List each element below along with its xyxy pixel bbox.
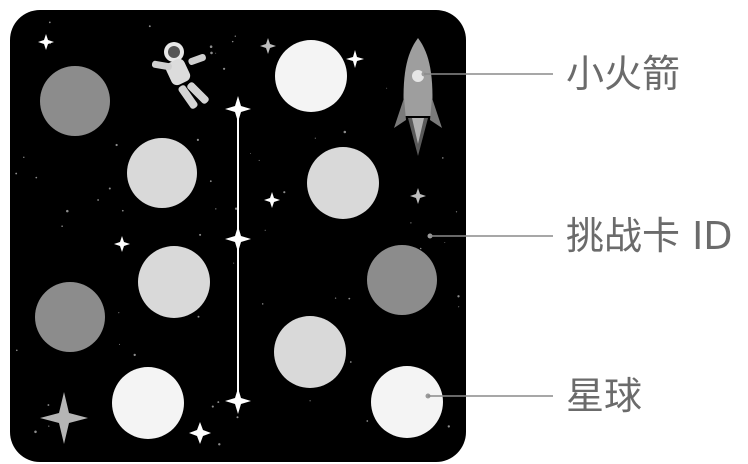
dust-star xyxy=(314,137,316,139)
dust-star xyxy=(133,353,136,357)
card-decorations xyxy=(38,34,442,444)
challenge-card xyxy=(10,10,466,462)
planet-white-1 xyxy=(275,40,347,112)
dust-star xyxy=(210,51,213,55)
dust-star xyxy=(108,187,111,190)
sparkle-icon xyxy=(189,422,211,444)
dust-star xyxy=(233,262,235,264)
dust-star xyxy=(215,208,217,210)
label-challenge-card-id: 挑战卡 ID xyxy=(566,214,733,258)
dust-star xyxy=(234,207,238,210)
dust-star xyxy=(386,87,388,89)
dust-star xyxy=(442,157,444,159)
sparkle-icon xyxy=(260,38,276,54)
dust-star xyxy=(231,40,234,43)
dust-star xyxy=(419,247,422,250)
planet-dark-2 xyxy=(367,245,437,315)
sparkle-icon xyxy=(346,50,364,68)
dust-star xyxy=(366,420,369,422)
dust-star xyxy=(199,233,202,236)
dust-star xyxy=(215,52,217,54)
dust-star xyxy=(447,425,450,428)
dust-star xyxy=(34,430,37,434)
dust-star xyxy=(15,349,18,352)
dust-star xyxy=(222,67,226,70)
dust-star xyxy=(118,312,120,314)
dust-star xyxy=(209,180,212,183)
dust-star xyxy=(250,152,251,154)
label-planet: 星球 xyxy=(566,374,643,418)
dust-star xyxy=(148,25,151,28)
label-rocket: 小火箭 xyxy=(566,52,681,96)
dust-star xyxy=(15,172,18,175)
planet-white-3 xyxy=(371,366,443,438)
sparkle-icon xyxy=(114,236,130,252)
dust-star xyxy=(121,209,124,212)
dust-star xyxy=(196,138,199,141)
dust-star xyxy=(61,225,63,227)
dust-star xyxy=(209,45,213,48)
dust-star xyxy=(264,229,266,231)
dust-star xyxy=(48,425,50,427)
dust-star xyxy=(343,130,347,134)
dust-star xyxy=(35,176,38,179)
sparkle-icon xyxy=(40,392,88,444)
dust-star xyxy=(118,343,121,345)
dust-star xyxy=(348,297,351,300)
dust-star xyxy=(458,306,460,308)
dust-star xyxy=(455,211,458,213)
ladder-rope-icon xyxy=(225,96,251,414)
planet-dark-1 xyxy=(40,66,110,136)
astronaut-icon xyxy=(151,42,209,109)
planet-light-4 xyxy=(274,316,346,388)
dust-star xyxy=(97,199,99,201)
dust-star xyxy=(197,315,200,318)
dust-star xyxy=(258,159,260,161)
dust-star xyxy=(48,21,51,24)
planet-dark-3 xyxy=(35,282,105,352)
dust-star xyxy=(410,222,412,224)
dust-star xyxy=(349,361,352,363)
dust-star xyxy=(217,401,220,404)
planet-light-3 xyxy=(138,246,210,318)
dust-star xyxy=(236,416,239,419)
dust-star xyxy=(218,443,221,446)
dust-star xyxy=(261,303,264,305)
dust-star xyxy=(66,209,69,213)
dust-star xyxy=(283,191,286,194)
planet-light-1 xyxy=(127,138,197,208)
dust-star xyxy=(444,241,446,243)
sparkle-icon xyxy=(264,192,280,208)
sparkle-icon xyxy=(410,188,426,204)
planet-white-2 xyxy=(112,367,184,439)
planet-light-2 xyxy=(307,147,379,219)
dust-star xyxy=(309,400,311,402)
dust-star xyxy=(457,295,460,298)
dust-star xyxy=(47,404,50,406)
dust-star xyxy=(334,297,337,299)
dust-star xyxy=(211,405,214,408)
sparkle-icon xyxy=(38,34,54,50)
rocket-icon xyxy=(394,38,442,156)
dust-star xyxy=(234,35,236,37)
dust-star xyxy=(23,156,25,159)
dust-star xyxy=(115,143,118,147)
